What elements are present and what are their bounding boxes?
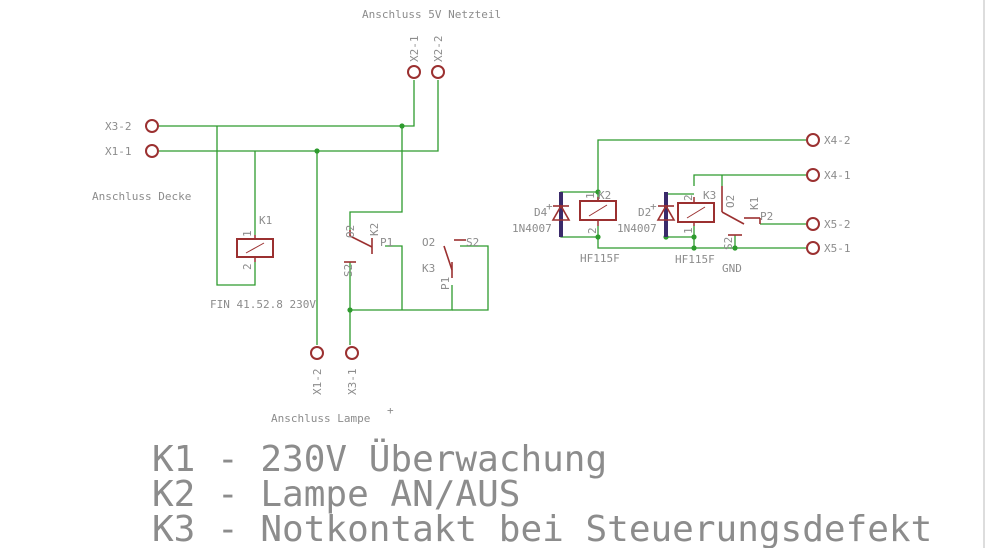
legend-line-k3: K3 - Notkontakt bei Steuerungsdefekt xyxy=(152,509,932,548)
connector-x5-1[interactable] xyxy=(806,241,820,255)
relay-label-k1: K1 xyxy=(259,214,272,227)
diode-d2-plus: + xyxy=(650,200,657,213)
hf-label-a: HF115F xyxy=(580,252,620,265)
connectors-right xyxy=(806,133,820,255)
pin-k1-1: 1 xyxy=(241,230,254,237)
relay-k3-contact xyxy=(443,239,466,278)
connector-label-x5-1: X5-1 xyxy=(824,242,851,255)
connector-label-x3-1: X3-1 xyxy=(346,369,359,396)
header-supply-label: Anschluss 5V Netzteil xyxy=(362,8,501,21)
diode-part-d2: 1N4007 xyxy=(617,222,657,235)
pin-k3-2: 2 xyxy=(682,194,695,201)
relay-label-k3-left: K3 xyxy=(422,262,435,275)
connector-x2-2[interactable] xyxy=(431,65,445,79)
left-junctions xyxy=(314,123,405,313)
ceiling-label: Anschluss Decke xyxy=(92,190,191,203)
relay-k2-coil xyxy=(579,197,617,226)
pin-k3-1: 1 xyxy=(682,227,695,234)
diode-part-d4: 1N4007 xyxy=(512,222,552,235)
pin-s2-k2: S2 xyxy=(342,264,355,277)
pin-k1-2: 2 xyxy=(241,263,254,270)
connector-x4-1[interactable] xyxy=(806,168,820,182)
connector-label-x4-2: X4-2 xyxy=(824,134,851,147)
connector-label-x4-1: X4-1 xyxy=(824,169,851,182)
connector-label-x3-2: X3-2 xyxy=(105,120,132,133)
pin-p1-k3: P1 xyxy=(439,277,452,290)
relay-k1-contact xyxy=(721,186,761,236)
relay-k3-coil xyxy=(677,197,715,226)
diode-label-d4: D4 xyxy=(534,206,548,219)
pin-p1-k2: P1 xyxy=(380,236,393,249)
relay-label-k3-right: K3 xyxy=(703,189,716,202)
gnd-label: GND xyxy=(722,262,742,275)
diode-d4-plus: + xyxy=(546,200,553,213)
relay-label-k2-right: K2 xyxy=(598,189,611,202)
pin-o2-k1: O2 xyxy=(724,195,737,208)
legend-line-k2: K2 - Lampe AN/AUS xyxy=(152,474,520,515)
lamp-label: Anschluss Lampe xyxy=(271,412,370,425)
pin-s2-k3: S2 xyxy=(466,236,479,249)
connector-x1-1[interactable] xyxy=(145,144,159,158)
diode-d2 xyxy=(656,192,676,237)
connectors-left xyxy=(145,65,445,360)
connector-x1-2[interactable] xyxy=(310,346,324,360)
connector-label-x1-1: X1-1 xyxy=(105,145,132,158)
legend-line-k1: K1 - 230V Überwachung xyxy=(152,438,607,480)
connector-x3-2[interactable] xyxy=(145,119,159,133)
connector-x4-2[interactable] xyxy=(806,133,820,147)
connector-label-x2-1: X2-1 xyxy=(408,36,421,63)
connector-x5-2[interactable] xyxy=(806,217,820,231)
left-wires xyxy=(159,80,489,345)
relay-k1-coil xyxy=(236,235,274,262)
connector-label-x2-2: X2-2 xyxy=(432,36,445,63)
pin-s2-k1: S2 xyxy=(722,237,735,250)
pin-k2-1: 1 xyxy=(584,192,597,199)
relay-k2-contact xyxy=(344,230,373,263)
hf-label-b: HF115F xyxy=(675,253,715,266)
pin-o2-k3: O2 xyxy=(422,236,435,249)
lamp-plus: + xyxy=(387,404,394,417)
diode-label-d2: D2 xyxy=(638,206,651,219)
pin-o2-k2: O2 xyxy=(344,225,357,238)
diode-d4 xyxy=(551,192,571,237)
pin-p2-k1: P2 xyxy=(760,210,773,223)
connector-label-x5-2: X5-2 xyxy=(824,218,851,231)
pin-k2-2: 2 xyxy=(586,227,599,234)
relay-label-k1-right: K1 xyxy=(748,197,761,210)
relay-label-k2-left: K2 xyxy=(368,223,381,236)
fin-relay-label: FIN 41.52.8 230V xyxy=(210,298,316,311)
connector-x2-1[interactable] xyxy=(407,65,421,79)
connector-x3-1[interactable] xyxy=(345,346,359,360)
connector-label-x1-2: X1-2 xyxy=(311,369,324,396)
